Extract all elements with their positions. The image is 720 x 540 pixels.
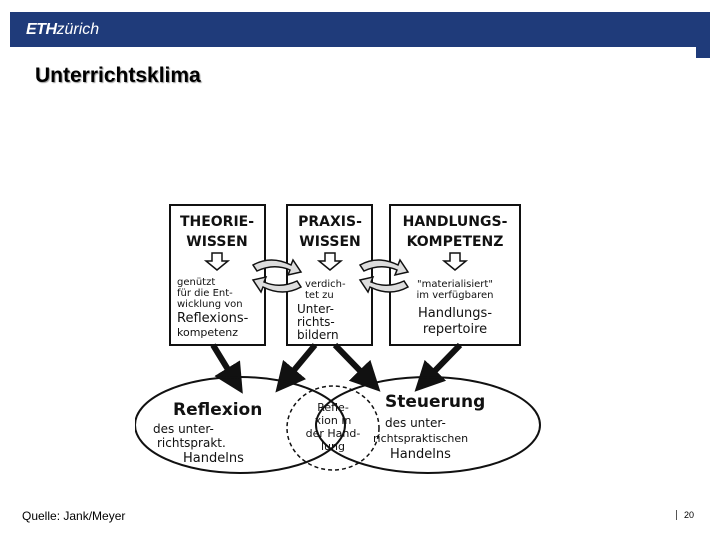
page-number: 20 — [684, 510, 695, 520]
box1-heading-2: WISSEN — [186, 234, 247, 250]
slide-title: Unterrichtsklima — [35, 64, 201, 87]
box2-body-3: Unter- — [297, 302, 334, 316]
exchange-arrows-left-icon — [251, 258, 303, 294]
box3-body-3: Handlungs- — [418, 306, 492, 321]
box1-body-4: Reflexions- — [177, 311, 249, 326]
header-bar — [10, 12, 710, 47]
page-number-divider — [676, 510, 677, 520]
overlap-line-3: der Hand- — [306, 427, 361, 440]
box1-body-5: kompetenz — [177, 326, 238, 339]
box3-body-1: "materialisiert" — [417, 279, 493, 290]
box3-heading-2: KOMPETENZ — [407, 234, 504, 250]
box2-body-1: verdich- — [305, 279, 346, 290]
box2-heading-1: PRAXIS- — [298, 214, 362, 230]
box3-heading-1: HANDLUNGS- — [403, 214, 508, 230]
connector-arrows — [210, 342, 463, 394]
overlap-line-2: xion in — [315, 414, 352, 427]
reflexion-body-3: Handelns — [183, 451, 244, 466]
exchange-arrows-right-icon — [358, 258, 410, 294]
reflexion-body-1: des unter- — [153, 422, 214, 436]
overlap-line-1: Refle- — [317, 401, 349, 414]
box-handlungskompetenz — [389, 204, 521, 346]
box3-body-4: repertoire — [423, 322, 487, 337]
box1-body-3: wicklung von — [177, 299, 243, 310]
eth-logo: ETHzürich — [26, 21, 100, 38]
box2-body-4: richts- — [297, 315, 335, 329]
ellipse-steuerung — [315, 376, 541, 474]
box2-body-2: tet zu — [305, 290, 334, 301]
box3-down-arrow-icon — [441, 252, 469, 271]
box1-body-1: genützt — [177, 277, 215, 288]
steuerung-heading: Steuerung — [385, 392, 485, 412]
reflexion-body-2: richtsprakt. — [157, 436, 226, 450]
ellipse-overlap — [286, 385, 380, 471]
box1-heading-1: THEORIE- — [180, 214, 254, 230]
box1-body-2: für die Ent- — [177, 288, 233, 299]
box2-down-arrow-icon — [316, 252, 344, 271]
header-bar-tab — [696, 47, 710, 58]
box-praxiswissen — [286, 204, 373, 346]
box3-body-2: im verfügbaren — [417, 290, 494, 301]
steuerung-body-3: Handelns — [390, 447, 451, 462]
ellipse-reflexion — [135, 376, 346, 474]
box-theoriewissen — [169, 204, 266, 346]
box2-body-5: bildern — [297, 328, 339, 342]
steuerung-body-1: des unter- — [385, 416, 446, 430]
reflexion-heading: Reflexion — [173, 400, 262, 420]
concept-diagram: THEORIE- WISSEN PRAXIS- WISSEN HANDLUNGS… — [135, 204, 541, 474]
box1-down-arrow-icon — [203, 252, 231, 271]
overlap-line-4: lung — [321, 440, 345, 453]
steuerung-body-2: richtspraktischen — [373, 432, 468, 445]
box2-heading-2: WISSEN — [299, 234, 360, 250]
source-citation: Quelle: Jank/Meyer — [22, 509, 126, 523]
